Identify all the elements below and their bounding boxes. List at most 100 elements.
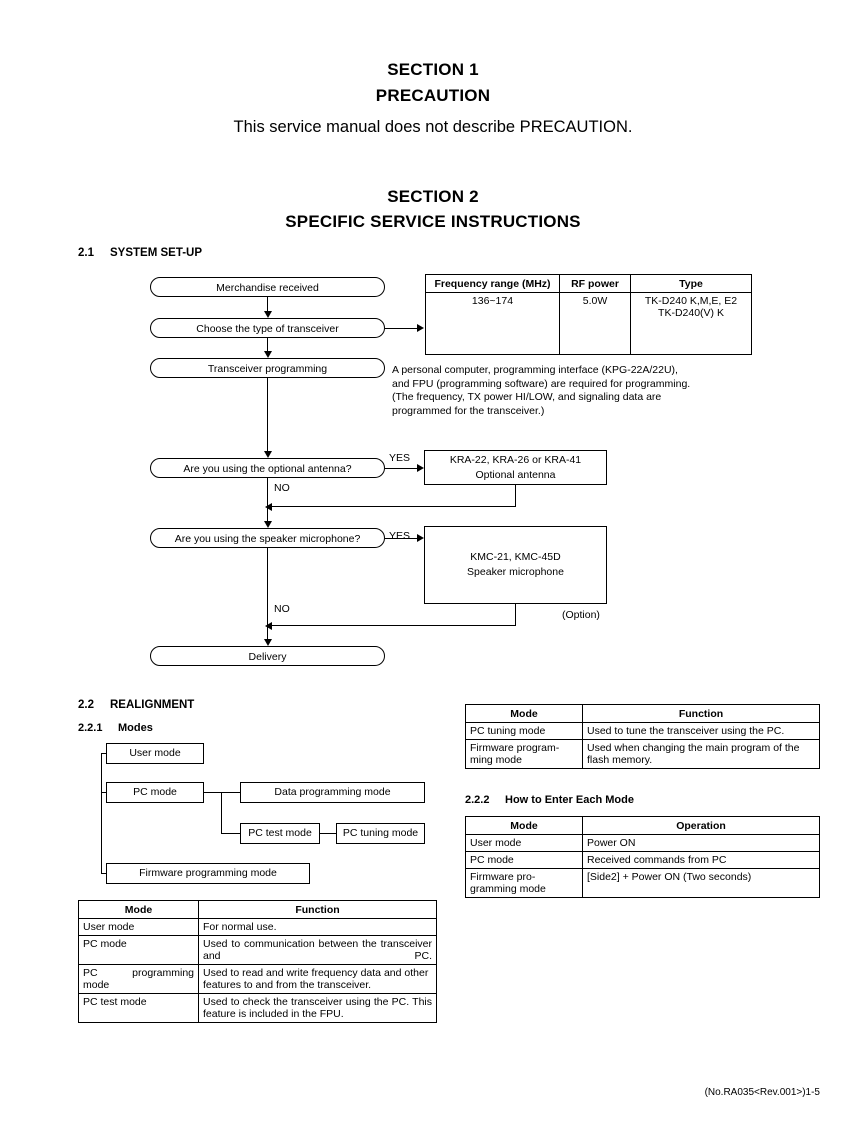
flow-connector-4 [267,478,268,521]
tree-box-firmware-programming-mode: Firmware programming mode [106,863,310,884]
section2-name: SPECIFIC SERVICE INSTRUCTIONS [285,212,581,231]
modes-function-table-left: Mode Function User mode For normal use. … [78,900,437,1023]
left-cell-mode-2-a: PC [83,967,98,979]
flow-connector-1 [267,297,268,311]
right-cell-mode-1-line1: Firmware program- [470,742,560,754]
flow-node-transceiver-programming: Transceiver programming [150,358,385,378]
flow-arrow-4 [263,521,272,528]
flow-arrow-2 [263,351,272,358]
antenna-box-line2: Optional antenna [475,468,556,481]
table-row: User mode Power ON [465,834,820,852]
spec-table-row: 136~174 5.0W TK-D240 K,M,E, E2 TK-D240(V… [425,292,752,355]
tree-box-pc-mode: PC mode [106,782,204,803]
table-row: PC mode Received commands from PC [465,851,820,869]
tree-box-pc-test-mode: PC test mode [240,823,320,844]
heading-2-1-title: SYSTEM SET-UP [110,247,203,259]
enter-cell-mode-2: Firmware pro- gramming mode [465,868,583,898]
table-header-row: Mode Operation [465,816,820,835]
flow-connector-5 [267,548,268,639]
flow-node-question-speaker-mic: Are you using the speaker microphone? [150,528,385,548]
flow-label-yes-mic: YES [389,530,411,542]
enter-cell-mode-0: User mode [465,834,583,852]
enter-mode-table: Mode Operation User mode Power ON PC mod… [465,816,820,898]
table-row: Firmware program- ming mode Used when ch… [465,739,820,769]
flow-connector-yes-antenna [385,468,418,469]
heading-2-2-number: 2.2 [78,699,94,711]
table-row: Firmware pro- gramming mode [Side2] + Po… [465,868,820,898]
section1-name: PRECAUTION [375,86,491,105]
spec-cell-rf-power: 5.0W [559,292,631,355]
section1-number: SECTION 1 [387,60,479,79]
table-header-row: Mode Function [465,704,820,723]
system-setup-flowchart: Merchandise received Choose the type of … [150,277,691,666]
table-row: PC programming mode Used to read and writ… [78,964,437,994]
section2-number: SECTION 2 [387,187,479,206]
heading-2-2-title: REALIGNMENT [110,699,195,711]
left-cell-function-0: For normal use. [198,918,437,936]
flow-node-choose-transceiver: Choose the type of transceiver [150,318,385,338]
right-cell-mode-1-line2: ming mode [470,754,522,766]
left-cell-mode-2-line3: mode [83,979,110,991]
flow-arrow-return-antenna [265,502,272,511]
table-row: PC tuning mode Used to tune the transcei… [465,722,820,740]
heading-2-2-1-title: Modes [118,722,153,734]
section1-body: This service manual does not describe PR… [233,118,633,136]
flow-return-antenna-v [515,485,516,507]
flow-label-yes-antenna: YES [389,452,411,464]
heading-2-1-number: 2.1 [78,247,94,259]
tree-box-user-mode: User mode [106,743,204,764]
tree-branch-pc-v [221,792,222,834]
right-cell-mode-0: PC tuning mode [465,722,583,740]
flow-arrow-3 [263,451,272,458]
table-header-row: Mode Function [78,900,437,919]
left-cell-mode-1: PC mode [78,935,199,965]
tree-link-pctest-pctuning [320,833,336,834]
heading-2-2-2-number: 2.2.2 [465,794,490,806]
page-footer: (No.RA035<Rev.001>)1-5 [704,1087,820,1098]
programming-note-line-4: programmed for the transceiver.) [392,404,545,417]
programming-note-line-2: and FPU (programming software) are requi… [392,377,691,390]
left-cell-mode-2-b: programming [132,967,194,979]
flow-connector-2 [267,338,268,351]
left-cell-function-2: Used to read and write frequency data an… [198,964,437,994]
right-header-function: Function [582,704,820,723]
enter-cell-mode-2-line1: Firmware pro- [470,871,536,883]
flow-arrow-yes-antenna [417,464,424,472]
spec-cell-frequency: 136~174 [425,292,560,355]
table-row: PC mode Used to communication between th… [78,935,437,965]
modes-tree-diagram: User mode PC mode Firmware programming m… [0,0,460,900]
flow-arrow-return-mic [265,621,272,630]
enter-cell-mode-2-line2: gramming mode [470,883,546,895]
flow-node-merchandise-received: Merchandise received [150,277,385,297]
flow-node-delivery: Delivery [150,646,385,666]
flow-arrow-5 [263,639,272,646]
enter-cell-mode-1: PC mode [465,851,583,869]
right-cell-mode-1: Firmware program- ming mode [465,739,583,769]
flow-label-no-antenna: NO [274,482,290,494]
spec-table-header-row: Frequency range (MHz) RF power Type [425,274,752,293]
heading-2-2-2-title: How to Enter Each Mode [505,794,634,806]
left-cell-mode-2-line1: PC programming [83,967,194,979]
spec-header-type: Type [630,274,752,293]
flow-label-option: (Option) [562,609,600,621]
spec-cell-type-line2: TK-D240(V) K [658,307,724,319]
right-cell-function-1: Used when changing the main program of t… [582,739,820,769]
right-header-mode: Mode [465,704,583,723]
flow-connector-yes-mic [385,538,418,539]
flow-connector-spec [385,328,418,329]
modes-function-table-right: Mode Function PC tuning mode Used to tun… [465,704,820,769]
flow-arrow-1 [263,311,272,318]
tree-stub-firmware [101,873,107,874]
enter-cell-operation-0: Power ON [582,834,820,852]
flow-arrow-spec [417,324,424,332]
flow-box-speaker-microphone: KMC-21, KMC-45D Speaker microphone [424,526,607,604]
tree-box-data-programming-mode: Data programming mode [240,782,425,803]
enter-cell-operation-2: [Side2] + Power ON (Two seconds) [582,868,820,898]
right-cell-function-0: Used to tune the transceiver using the P… [582,722,820,740]
spec-header-rf-power: RF power [559,274,631,293]
enter-header-mode: Mode [465,816,583,835]
flow-return-mic-h [272,625,516,626]
left-cell-mode-3: PC test mode [78,993,199,1023]
